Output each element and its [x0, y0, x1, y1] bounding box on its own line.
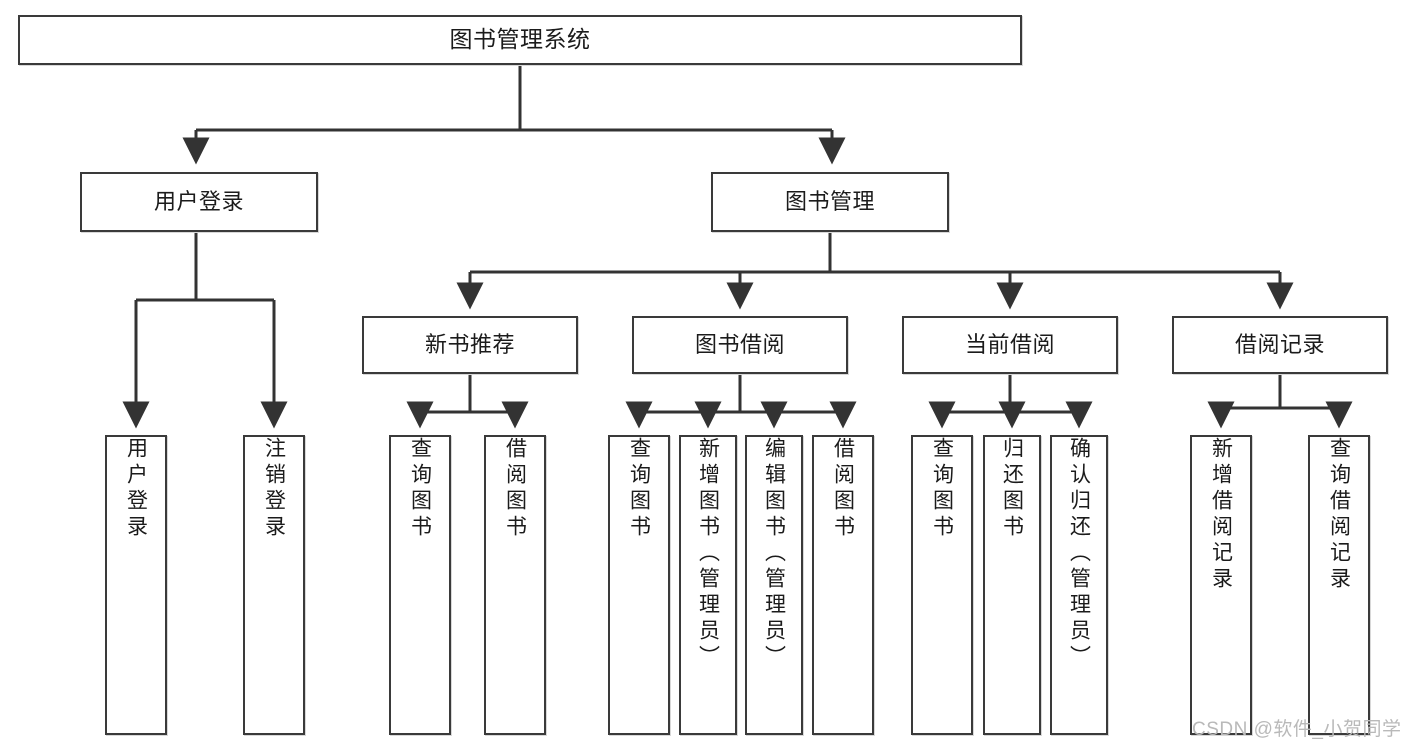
leaf-query-borrow-record-label: 查询借阅记录 — [1327, 437, 1351, 593]
leaf-query-book-current-label: 查询图书 — [930, 437, 954, 541]
csdn-watermark: CSDN @软件_小贺同学 — [1192, 719, 1402, 740]
node-book-borrow[interactable]: 图书借阅 — [632, 316, 848, 374]
leaf-query-book-recommend[interactable]: 查询图书 — [389, 435, 451, 735]
leaf-logout-label: 注销登录 — [262, 437, 286, 541]
leaf-add-borrow-record[interactable]: 新增借阅记录 — [1190, 435, 1252, 735]
leaf-add-book-admin[interactable]: 新增图书（管理员） — [679, 435, 737, 735]
node-root-label: 图书管理系统 — [449, 26, 591, 53]
leaf-query-book-borrow[interactable]: 查询图书 — [608, 435, 670, 735]
leaf-confirm-return-admin[interactable]: 确认归还（管理员） — [1050, 435, 1108, 735]
leaf-query-book-recommend-label: 查询图书 — [408, 437, 432, 541]
leaf-add-book-admin-label: 新增图书（管理员） — [696, 437, 720, 671]
leaf-borrow-book[interactable]: 借阅图书 — [812, 435, 874, 735]
leaf-query-borrow-record[interactable]: 查询借阅记录 — [1308, 435, 1370, 735]
leaf-borrow-book-recommend-label: 借阅图书 — [503, 437, 527, 541]
node-user-login[interactable]: 用户登录 — [80, 172, 318, 232]
leaf-return-book-label: 归还图书 — [1000, 437, 1024, 541]
leaf-edit-book-admin-label: 编辑图书（管理员） — [762, 437, 786, 671]
node-new-book-recommend-label: 新书推荐 — [424, 331, 515, 357]
node-borrow-record[interactable]: 借阅记录 — [1172, 316, 1388, 374]
leaf-borrow-book-label: 借阅图书 — [831, 437, 855, 541]
node-current-borrow[interactable]: 当前借阅 — [902, 316, 1118, 374]
leaf-add-borrow-record-label: 新增借阅记录 — [1209, 437, 1233, 593]
leaf-edit-book-admin[interactable]: 编辑图书（管理员） — [745, 435, 803, 735]
leaf-borrow-book-recommend[interactable]: 借阅图书 — [484, 435, 546, 735]
node-book-borrow-label: 图书借阅 — [694, 331, 785, 357]
leaf-query-book-borrow-label: 查询图书 — [627, 437, 651, 541]
node-current-borrow-label: 当前借阅 — [964, 331, 1055, 357]
leaf-confirm-return-admin-label: 确认归还（管理员） — [1067, 437, 1091, 671]
leaf-logout[interactable]: 注销登录 — [243, 435, 305, 735]
node-book-management-label: 图书管理 — [784, 188, 875, 214]
leaf-user-login-label: 用户登录 — [124, 437, 148, 541]
node-root[interactable]: 图书管理系统 — [18, 15, 1022, 65]
node-borrow-record-label: 借阅记录 — [1234, 331, 1325, 357]
node-new-book-recommend[interactable]: 新书推荐 — [362, 316, 578, 374]
leaf-user-login[interactable]: 用户登录 — [105, 435, 167, 735]
leaf-return-book[interactable]: 归还图书 — [983, 435, 1041, 735]
node-book-management[interactable]: 图书管理 — [711, 172, 949, 232]
leaf-query-book-current[interactable]: 查询图书 — [911, 435, 973, 735]
node-user-login-label: 用户登录 — [153, 188, 244, 214]
